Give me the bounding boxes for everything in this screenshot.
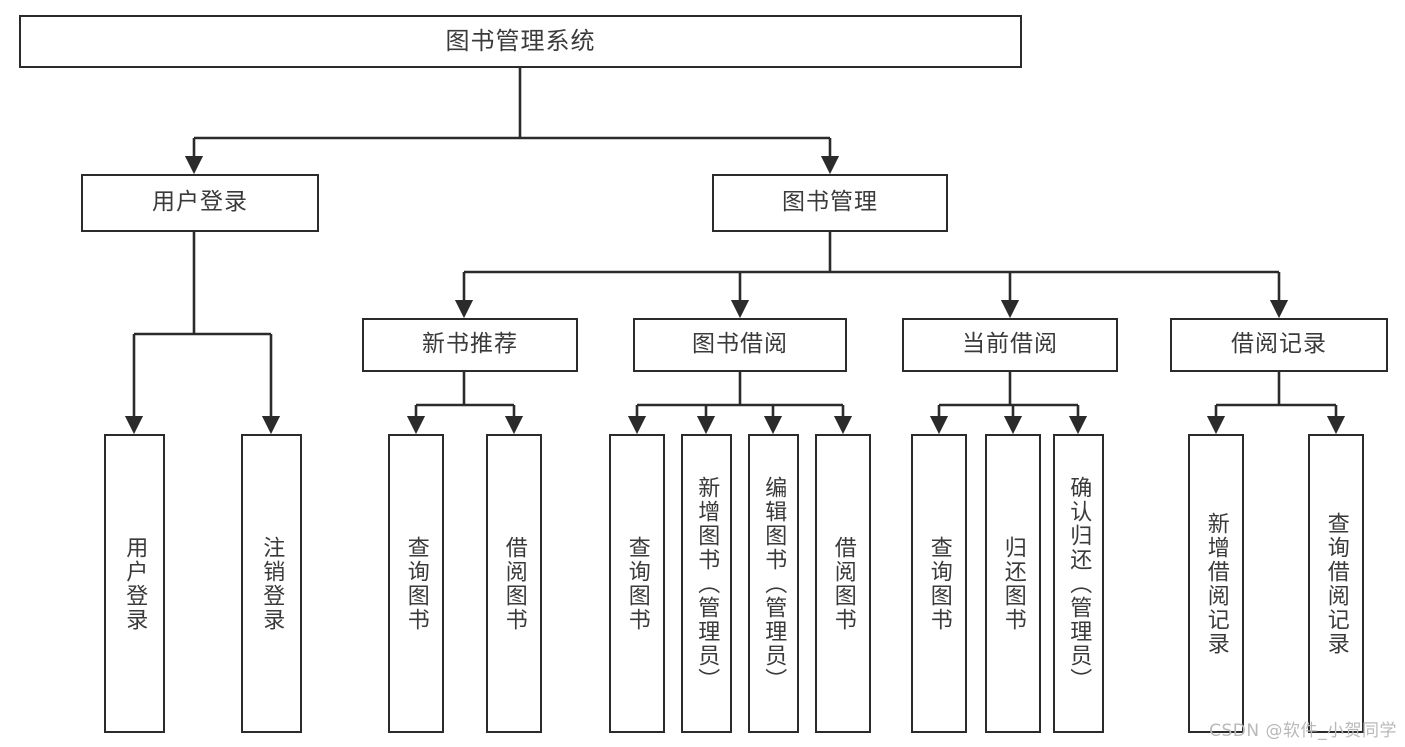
- leaf-label: 借阅图书: [830, 535, 856, 632]
- leaf-edit-book-admin[interactable]: 编辑图书（管理员）: [748, 434, 799, 733]
- leaf-query-book-recommend[interactable]: 查询图书: [388, 434, 444, 733]
- leaf-label: 确认归还（管理员）: [1066, 475, 1092, 692]
- leaf-query-book-current[interactable]: 查询图书: [911, 434, 967, 733]
- leaf-label: 查询图书: [624, 535, 650, 632]
- leaf-label: 注销登录: [259, 535, 285, 632]
- leaf-query-borrow-record[interactable]: 查询借阅记录: [1308, 434, 1364, 733]
- leaf-borrow-book-recommend[interactable]: 借阅图书: [486, 434, 542, 733]
- leaf-return-book[interactable]: 归还图书: [985, 434, 1041, 733]
- node-book-borrow[interactable]: 图书借阅: [633, 318, 847, 372]
- leaf-confirm-return-admin[interactable]: 确认归还（管理员）: [1053, 434, 1104, 733]
- leaf-label: 新增图书（管理员）: [694, 475, 720, 692]
- leaf-label: 查询借阅记录: [1323, 511, 1349, 656]
- leaf-label: 用户登录: [122, 535, 148, 632]
- node-borrow-record[interactable]: 借阅记录: [1170, 318, 1388, 372]
- leaf-add-book-admin[interactable]: 新增图书（管理员）: [681, 434, 732, 733]
- node-root[interactable]: 图书管理系统: [19, 15, 1022, 68]
- leaf-logout[interactable]: 注销登录: [241, 434, 302, 733]
- leaf-label: 归还图书: [1000, 535, 1026, 632]
- leaf-label: 新增借阅记录: [1203, 511, 1229, 656]
- node-current-borrow[interactable]: 当前借阅: [902, 318, 1118, 372]
- leaf-label: 查询图书: [403, 535, 429, 632]
- node-new-book-recommend[interactable]: 新书推荐: [362, 318, 578, 372]
- leaf-label: 借阅图书: [501, 535, 527, 632]
- leaf-label: 编辑图书（管理员）: [761, 475, 787, 692]
- leaf-borrow-book[interactable]: 借阅图书: [815, 434, 871, 733]
- node-user-login[interactable]: 用户登录: [81, 174, 319, 232]
- node-book-management[interactable]: 图书管理: [712, 174, 948, 232]
- leaf-query-book-borrow[interactable]: 查询图书: [609, 434, 665, 733]
- leaf-label: 查询图书: [926, 535, 952, 632]
- watermark: CSDN @软件_小贺同学: [1209, 721, 1397, 741]
- leaf-user-login[interactable]: 用户登录: [104, 434, 165, 733]
- leaf-add-borrow-record[interactable]: 新增借阅记录: [1188, 434, 1244, 733]
